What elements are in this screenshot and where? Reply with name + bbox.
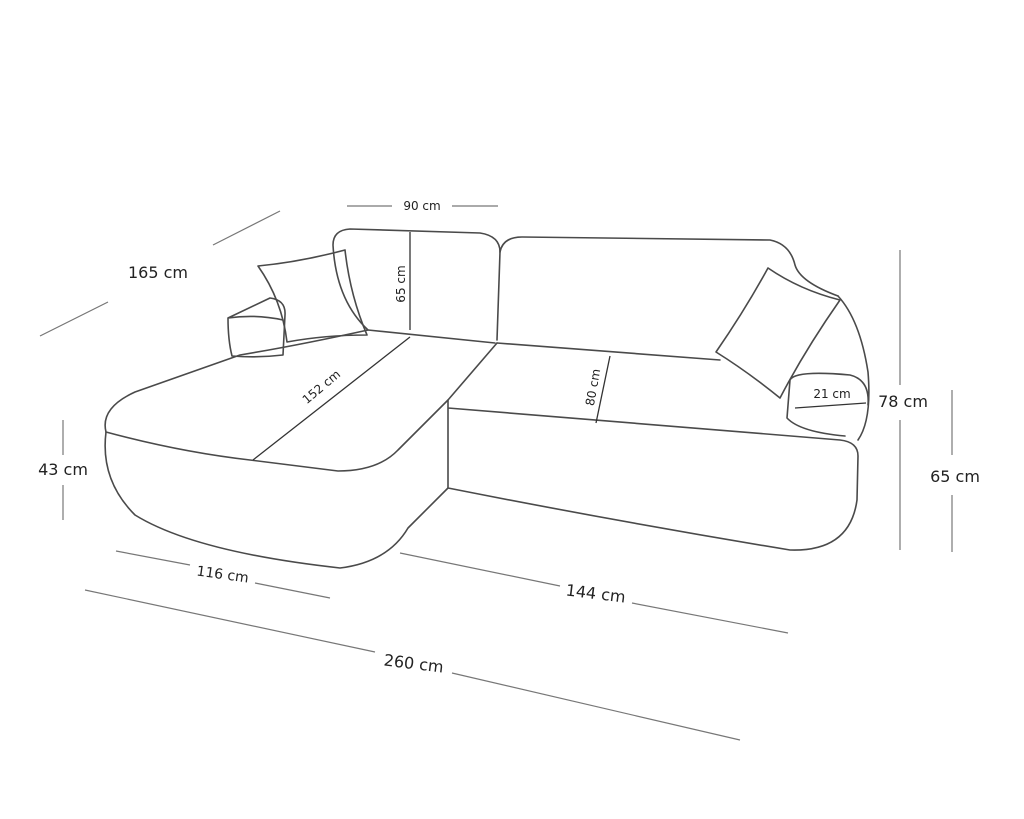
label-arm-width: 21 cm — [813, 387, 850, 401]
label-chaise-width: 116 cm — [195, 563, 249, 586]
label-chaise-length: 152 cm — [300, 367, 343, 407]
right-arm — [786, 295, 870, 441]
chaise-seat — [104, 329, 498, 472]
label-arm-height: 65 cm — [930, 467, 980, 486]
label-back-width: 90 cm — [403, 199, 440, 213]
label-depth: 165 cm — [128, 263, 188, 282]
sofa-outline — [104, 228, 870, 569]
left-arm — [227, 297, 286, 358]
right-pillow — [715, 267, 841, 399]
back-cushion-right — [499, 236, 839, 297]
dimension-labels: 90 cm 165 cm 65 cm 152 cm 80 cm 21 cm 78… — [38, 199, 980, 677]
label-seat-depth: 80 cm — [583, 368, 603, 407]
label-total-height: 78 cm — [878, 392, 928, 411]
back-cushion-left — [332, 228, 501, 344]
left-pillow — [257, 249, 368, 343]
main-seat — [447, 342, 859, 551]
measure-lines — [39, 205, 953, 741]
label-seat-height: 43 cm — [38, 460, 88, 479]
label-total-width: 260 cm — [383, 650, 445, 676]
chaise-base — [104, 431, 449, 569]
label-back-height: 65 cm — [394, 265, 408, 302]
label-sofa-width: 144 cm — [565, 580, 627, 606]
